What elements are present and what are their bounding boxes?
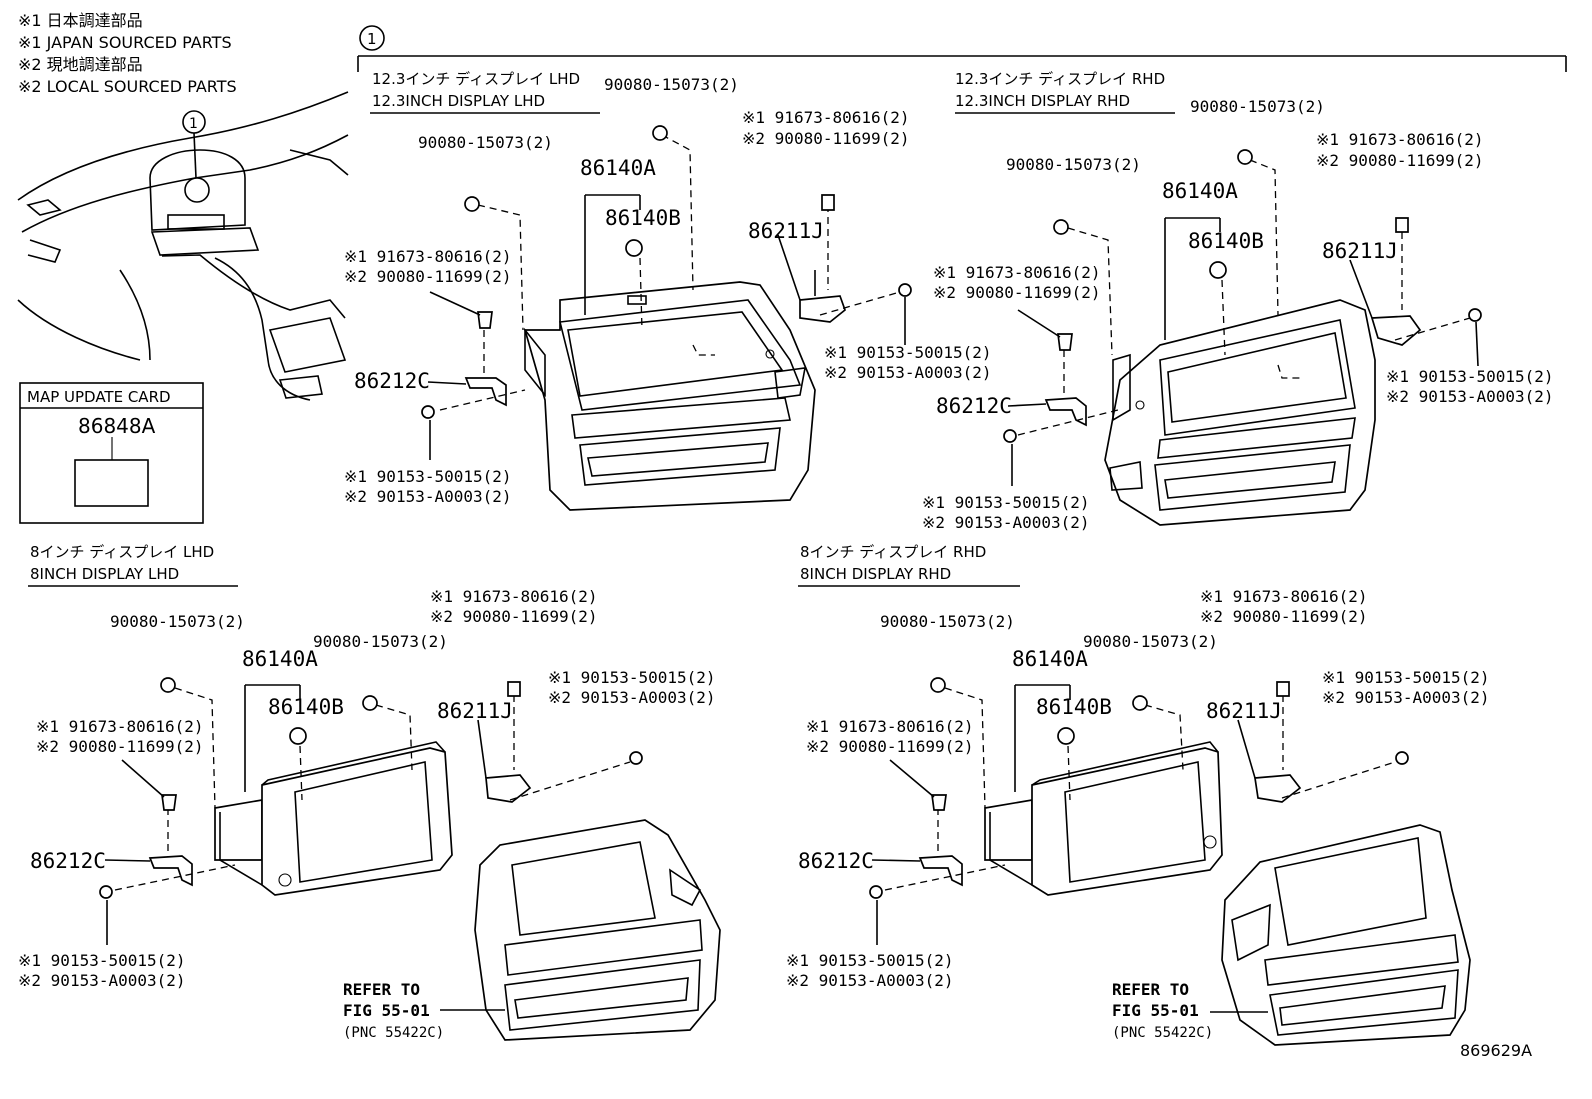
- map-update-card-box: MAP UPDATE CARD 86848A: [19, 382, 204, 524]
- section-title-jp: 12.3インチ ディスプレイ LHD: [372, 70, 580, 88]
- label-90080-11699-top: ※2 90080-11699(2): [742, 129, 910, 148]
- label-90153-A0003-right: ※2 90153-A0003(2): [1386, 387, 1554, 406]
- label-86211J: 86211J: [1206, 699, 1282, 723]
- label-86140B: 86140B: [1036, 695, 1112, 719]
- label-86212C: 86212C: [936, 394, 1012, 418]
- label-90153-50015-right: ※1 90153-50015(2): [548, 668, 716, 687]
- note-local-sourced-jp: ※2 現地調達部品: [18, 55, 143, 74]
- section-8-rhd: 8インチ ディスプレイ RHD 8INCH DISPLAY RHD: [786, 543, 1490, 1046]
- label-90153-A0003-right: ※2 90153-A0003(2): [824, 363, 992, 382]
- section-8-lhd: 8インチ ディスプレイ LHD 8INCH DISPLAY LHD: [18, 543, 721, 1041]
- note-japan-sourced-en: ※1 JAPAN SOURCED PARTS: [18, 33, 232, 52]
- label-90153-50015-right: ※1 90153-50015(2): [1386, 367, 1554, 386]
- label-91673-80616-left: ※1 91673-80616(2): [36, 717, 204, 736]
- label-90153-A0003-bottom: ※2 90153-A0003(2): [344, 487, 512, 506]
- refer-pnc-label: (PNC 55422C): [343, 1025, 444, 1041]
- label-86212C: 86212C: [354, 369, 430, 393]
- section-12-3-lhd: 12.3インチ ディスプレイ LHD 12.3INCH DISPLAY LHD: [344, 70, 992, 511]
- section-title-en: 8INCH DISPLAY RHD: [800, 565, 951, 583]
- label-90153-A0003-bottom: ※2 90153-A0003(2): [786, 971, 954, 990]
- label-86140B: 86140B: [605, 206, 681, 230]
- label-90153-50015-right: ※1 90153-50015(2): [1322, 668, 1490, 687]
- label-90153-50015-bottom: ※1 90153-50015(2): [344, 467, 512, 486]
- section-title-en: 12.3INCH DISPLAY RHD: [955, 92, 1130, 110]
- callout-bracket: 1: [357, 25, 1567, 72]
- section-title-en: 12.3INCH DISPLAY LHD: [372, 92, 545, 110]
- label-90080-11699-top: ※2 90080-11699(2): [430, 607, 598, 626]
- label-91673-80616-top: ※1 91673-80616(2): [742, 108, 910, 127]
- label-90153-50015-bottom: ※1 90153-50015(2): [786, 951, 954, 970]
- label-90080-15073-a: 90080-15073(2): [1006, 155, 1141, 174]
- section-title-en: 8INCH DISPLAY LHD: [30, 565, 179, 583]
- dashboard-overview-sketch: 1: [17, 91, 349, 401]
- section-title-jp: 8インチ ディスプレイ RHD: [800, 543, 986, 561]
- label-86211J: 86211J: [437, 699, 513, 723]
- refer-fig-label: FIG 55-01: [343, 1001, 430, 1020]
- label-90153-A0003-bottom: ※2 90153-A0003(2): [18, 971, 186, 990]
- label-90080-15073-b: 90080-15073(2): [1190, 97, 1325, 116]
- label-91673-80616-top: ※1 91673-80616(2): [430, 587, 598, 606]
- label-86140A: 86140A: [242, 647, 318, 671]
- label-91673-80616-top: ※1 91673-80616(2): [1200, 587, 1368, 606]
- refer-pnc-label: (PNC 55422C): [1112, 1025, 1213, 1041]
- callout-number-top: 1: [367, 30, 377, 48]
- label-90080-15073-b: 90080-15073(2): [313, 632, 448, 651]
- label-86140B: 86140B: [1188, 229, 1264, 253]
- label-90153-50015-bottom: ※1 90153-50015(2): [18, 951, 186, 970]
- label-90153-A0003-right: ※2 90153-A0003(2): [1322, 688, 1490, 707]
- label-86140A: 86140A: [1012, 647, 1088, 671]
- label-91673-80616-left: ※1 91673-80616(2): [933, 263, 1101, 282]
- section-title-jp: 12.3インチ ディスプレイ RHD: [955, 70, 1165, 88]
- label-90080-11699-top: ※2 90080-11699(2): [1200, 607, 1368, 626]
- label-90080-15073-b: 90080-15073(2): [604, 75, 739, 94]
- diagram-id: 869629A: [1460, 1041, 1532, 1060]
- label-86140A: 86140A: [580, 156, 656, 180]
- refer-fig-label: FIG 55-01: [1112, 1001, 1199, 1020]
- callout-number-dash: 1: [189, 116, 198, 132]
- label-90153-A0003-right: ※2 90153-A0003(2): [548, 688, 716, 707]
- label-90153-50015-bottom: ※1 90153-50015(2): [922, 493, 1090, 512]
- label-90153-A0003-bottom: ※2 90153-A0003(2): [922, 513, 1090, 532]
- map-update-card-part-number: 86848A: [78, 414, 156, 438]
- label-86212C: 86212C: [798, 849, 874, 873]
- label-86140A: 86140A: [1162, 179, 1238, 203]
- section-title-jp: 8インチ ディスプレイ LHD: [30, 543, 214, 561]
- label-86211J: 86211J: [748, 219, 824, 243]
- label-90080-11699-left: ※2 90080-11699(2): [36, 737, 204, 756]
- label-90080-15073-a: 90080-15073(2): [418, 133, 553, 152]
- label-90080-11699-left: ※2 90080-11699(2): [806, 737, 974, 756]
- label-91673-80616-left: ※1 91673-80616(2): [344, 247, 512, 266]
- label-90080-11699-left: ※2 90080-11699(2): [344, 267, 512, 286]
- label-90080-11699-left: ※2 90080-11699(2): [933, 283, 1101, 302]
- note-japan-sourced-jp: ※1 日本調達部品: [18, 11, 143, 30]
- section-12-3-rhd: 12.3インチ ディスプレイ RHD 12.3INCH DISPLAY RHD: [922, 70, 1554, 532]
- refer-to-label: REFER TO: [1112, 980, 1189, 999]
- label-90080-15073-b: 90080-15073(2): [1083, 632, 1218, 651]
- label-90153-50015-right: ※1 90153-50015(2): [824, 343, 992, 362]
- label-91673-80616-left: ※1 91673-80616(2): [806, 717, 974, 736]
- label-90080-11699-top: ※2 90080-11699(2): [1316, 151, 1484, 170]
- label-86212C: 86212C: [30, 849, 106, 873]
- label-86211J: 86211J: [1322, 239, 1398, 263]
- label-90080-15073-a: 90080-15073(2): [110, 612, 245, 631]
- refer-to-label: REFER TO: [343, 980, 420, 999]
- note-local-sourced-en: ※2 LOCAL SOURCED PARTS: [18, 77, 237, 96]
- label-90080-15073-a: 90080-15073(2): [880, 612, 1015, 631]
- label-91673-80616-top: ※1 91673-80616(2): [1316, 130, 1484, 149]
- map-update-card-title: MAP UPDATE CARD: [27, 388, 171, 406]
- label-86140B: 86140B: [268, 695, 344, 719]
